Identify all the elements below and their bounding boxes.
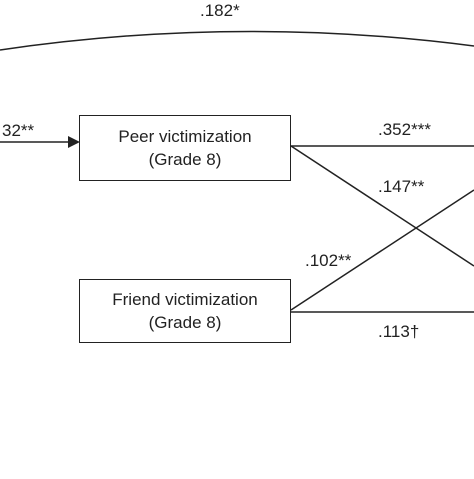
friend-cross-line [290, 189, 474, 311]
peer-cross-line [290, 145, 474, 267]
friend-victimization-box: Friend victimization (Grade 8) [79, 279, 291, 343]
friend-box-line2: (Grade 8) [148, 313, 222, 332]
peer-box-line2: (Grade 8) [148, 150, 222, 169]
friend-cross-label: .102** [305, 251, 352, 270]
top-curve-label: .182* [200, 1, 240, 20]
friend-box-line1: Friend victimization [112, 290, 258, 309]
top-curve-path [0, 30, 474, 51]
peer-box-line1: Peer victimization [118, 127, 252, 146]
incoming-path-label: 32** [2, 121, 35, 140]
peer-victimization-box: Peer victimization (Grade 8) [79, 115, 291, 181]
peer-straight-label: .352*** [378, 120, 431, 139]
peer-cross-label: .147** [378, 177, 425, 196]
friend-straight-label: .113† [378, 322, 420, 341]
incoming-arrowhead [68, 136, 80, 148]
